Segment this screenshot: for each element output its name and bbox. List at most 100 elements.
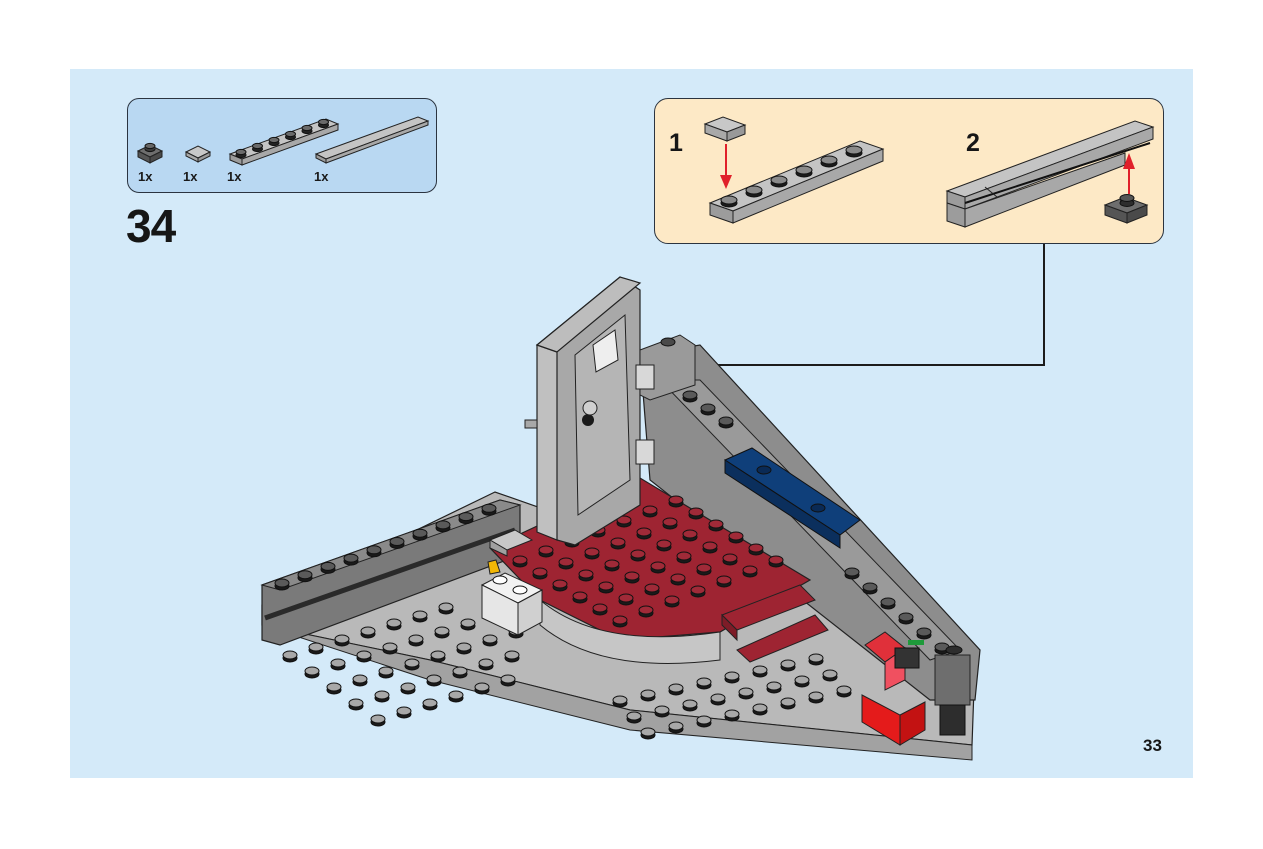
stud: [370, 714, 386, 727]
stud: [297, 570, 313, 583]
stud: [285, 130, 296, 141]
stud: [916, 627, 932, 640]
parts-list-illustration: [136, 116, 430, 166]
stud: [343, 553, 359, 566]
stud: [626, 711, 642, 724]
stud: [668, 721, 684, 734]
parts-list-box: 1x 1x 1x 1x: [127, 98, 437, 193]
stud: [702, 541, 718, 554]
tiled-plate-assembly: [945, 120, 1155, 228]
stud: [662, 517, 678, 530]
stud: [482, 634, 498, 647]
stud: [304, 666, 320, 679]
stud: [682, 529, 698, 542]
stud: [352, 674, 368, 687]
stud: [460, 618, 476, 631]
stud: [532, 567, 548, 580]
part-light-grey-tile: [184, 145, 212, 163]
stud: [412, 528, 428, 541]
grey-tile: [488, 529, 534, 557]
stud: [720, 195, 738, 208]
stud: [688, 507, 704, 520]
stud: [268, 136, 280, 147]
stud: [808, 691, 824, 704]
page-number: 33: [1143, 736, 1162, 755]
stud: [578, 569, 594, 582]
stud: [795, 165, 813, 178]
stud: [780, 659, 796, 672]
part-light-grey-1x6-tile: [314, 116, 430, 164]
stud: [748, 543, 764, 556]
stud: [435, 520, 451, 533]
stud: [478, 658, 494, 671]
stud: [612, 615, 628, 628]
stud: [235, 148, 247, 159]
stud: [584, 547, 600, 560]
stud: [252, 142, 263, 153]
stud: [808, 653, 824, 666]
stud: [710, 693, 726, 706]
stud: [696, 563, 712, 576]
stud: [682, 390, 698, 403]
stud: [448, 690, 464, 703]
stud: [722, 553, 738, 566]
stud: [558, 557, 574, 570]
cash-register: [861, 631, 926, 746]
stud: [426, 674, 442, 687]
part-quantity: 1x: [138, 169, 153, 184]
stud: [366, 545, 382, 558]
dark-grey-plate: [1103, 194, 1149, 224]
stud: [330, 658, 346, 671]
stud: [654, 705, 670, 718]
stud: [822, 669, 838, 682]
stud: [862, 582, 878, 595]
stud: [664, 595, 680, 608]
stud: [552, 579, 568, 592]
stud: [396, 706, 412, 719]
stud: [780, 697, 796, 710]
stud: [696, 677, 712, 690]
stud: [572, 591, 588, 604]
stud: [640, 689, 656, 702]
stud: [348, 698, 364, 711]
stud: [724, 709, 740, 722]
stud: [696, 715, 712, 728]
stud: [638, 605, 654, 618]
stud: [500, 674, 516, 687]
stud: [481, 503, 497, 516]
falling-tile: [703, 116, 747, 142]
stud: [716, 575, 732, 588]
substep-number: 2: [966, 129, 980, 157]
stud: [718, 416, 734, 429]
stud: [752, 665, 768, 678]
stud: [728, 531, 744, 544]
stud: [836, 685, 852, 698]
stud: [434, 626, 450, 639]
stud: [356, 650, 372, 663]
black-corner-piece: [934, 645, 971, 736]
stud: [598, 581, 614, 594]
stud: [668, 495, 684, 508]
blue-tile-row: [723, 447, 861, 549]
stud: [318, 118, 329, 129]
stud: [512, 555, 528, 568]
stud: [644, 583, 660, 596]
down-arrow-icon: [720, 144, 732, 189]
stud: [422, 698, 438, 711]
plate-studs: [235, 118, 329, 159]
yellow-piece: [487, 559, 501, 575]
left-wall-studs: [274, 503, 497, 591]
stud: [452, 666, 468, 679]
stud: [612, 695, 628, 708]
stud: [650, 561, 666, 574]
stud: [430, 650, 446, 663]
callout-plate-studs: [720, 145, 863, 208]
white-brick: [480, 572, 544, 636]
stud: [624, 571, 640, 584]
stud: [382, 642, 398, 655]
stud: [708, 519, 724, 532]
stud: [618, 593, 634, 606]
stud: [636, 527, 652, 540]
stud: [326, 682, 342, 695]
